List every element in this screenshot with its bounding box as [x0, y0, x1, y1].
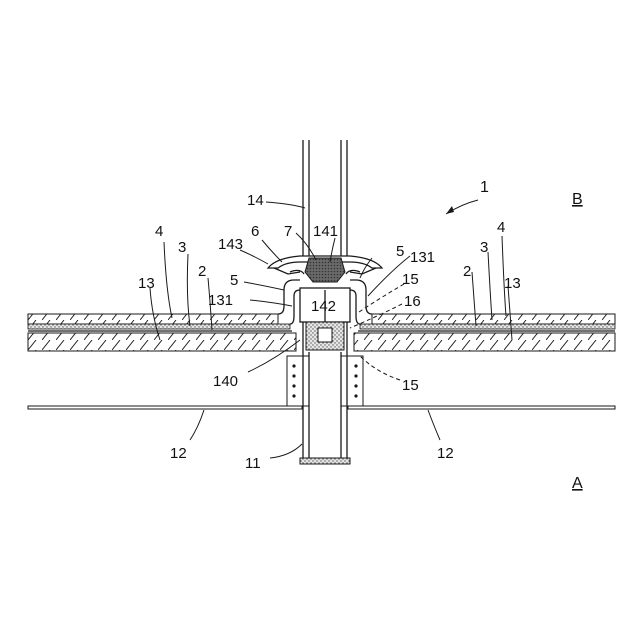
- label-141: 141: [313, 223, 338, 240]
- label-143: 143: [218, 236, 243, 253]
- label-2-left: 2: [198, 263, 206, 280]
- label-5-right: 5: [396, 243, 404, 260]
- base-plates: [28, 406, 615, 409]
- vertical-panel: [303, 140, 347, 262]
- label-16: 16: [404, 293, 421, 310]
- label-4-left: 4: [155, 223, 163, 240]
- label-131-left: 131: [208, 292, 233, 309]
- label-1: 1: [480, 179, 489, 196]
- label-4-right: 4: [497, 219, 505, 236]
- label-A: A: [572, 475, 583, 492]
- label-15-top: 15: [402, 271, 419, 288]
- label-13-left: 13: [138, 275, 155, 292]
- label-131-right: 131: [410, 249, 435, 266]
- label-14: 14: [247, 192, 264, 209]
- label-15-bottom: 15: [402, 377, 419, 394]
- label-11: 11: [245, 455, 261, 472]
- label-3-left: 3: [178, 239, 186, 256]
- label-12-right: 12: [437, 445, 454, 462]
- label-142: 142: [311, 298, 336, 315]
- label-12-left: 12: [170, 445, 187, 462]
- label-3-right: 3: [480, 239, 488, 256]
- label-140: 140: [213, 373, 238, 390]
- label-7: 7: [284, 223, 292, 240]
- right-layered-panel: [354, 314, 615, 351]
- left-layered-panel: [28, 314, 296, 351]
- label-6: 6: [251, 223, 259, 240]
- label-B: B: [572, 191, 583, 208]
- label-13-right: 13: [504, 275, 521, 292]
- label-5-left: 5: [230, 272, 238, 289]
- label-2-right: 2: [463, 263, 471, 280]
